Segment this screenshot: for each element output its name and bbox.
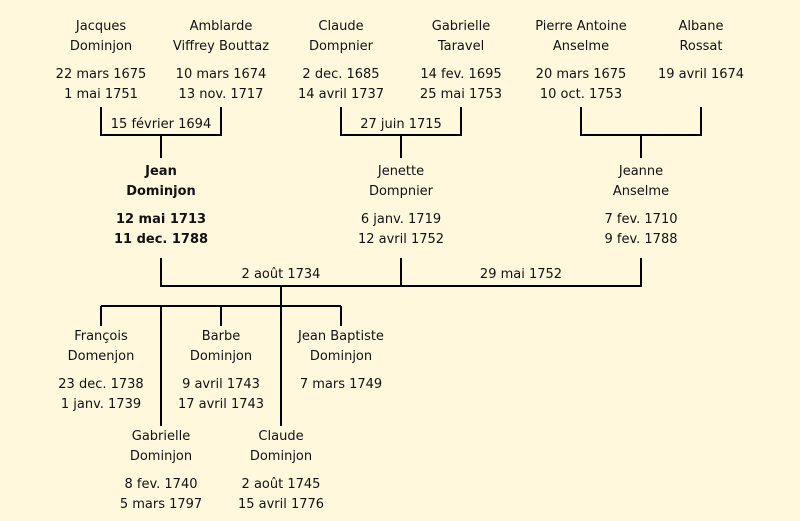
- person-jenette-dompnier: Jenette Dompnier 6 janv. 1719 12 avril 1…: [326, 162, 476, 250]
- connector-pierre-albane: [580, 107, 702, 136]
- person-first-name: François: [74, 329, 128, 344]
- person-claude-dompnier: Claude Dompnier 2 dec. 1685 14 avril 173…: [266, 17, 416, 105]
- person-birth-date: 23 dec. 1738: [58, 377, 144, 392]
- person-jean-baptiste-dominjon: Jean Baptiste Dominjon 7 mars 1749: [266, 327, 416, 395]
- person-first-name: Amblarde: [189, 19, 253, 34]
- person-last-name: Dominjon: [189, 349, 253, 364]
- person-birth-date: 22 mars 1675: [55, 67, 147, 82]
- person-last-name: Rossat: [679, 39, 723, 54]
- person-death-date: 10 oct. 1753: [539, 87, 623, 102]
- person-pierre-antoine-anselme: Pierre Antoine Anselme 20 mars 1675 10 o…: [506, 17, 656, 105]
- person-birth-date: 19 avril 1674: [657, 67, 745, 82]
- person-barbe-dominjon: Barbe Dominjon 9 avril 1743 17 avril 174…: [146, 327, 296, 415]
- person-last-name: Anselme: [612, 184, 670, 199]
- person-death-date: 5 mars 1797: [119, 497, 203, 512]
- person-first-name: Jean: [145, 164, 177, 179]
- person-first-name: Jeanne: [618, 164, 664, 179]
- person-birth-date: 7 mars 1749: [299, 377, 383, 392]
- person-first-name: Jean Baptiste: [298, 329, 384, 344]
- person-jacques-dominjon: Jacques Dominjon 22 mars 1675 1 mai 1751: [26, 17, 176, 105]
- person-first-name: Gabrielle: [431, 19, 491, 34]
- person-death-date: 1 mai 1751: [64, 87, 138, 102]
- person-death-date: 25 mai 1753: [419, 87, 503, 102]
- person-last-name: Dominjon: [69, 39, 133, 54]
- person-first-name: Claude: [318, 19, 364, 34]
- person-last-name: Domenjon: [67, 349, 135, 364]
- person-gabrielle-dominjon: Gabrielle Dominjon 8 fev. 1740 5 mars 17…: [86, 427, 236, 515]
- person-first-name: Gabrielle: [131, 429, 191, 444]
- person-birth-date: 2 dec. 1685: [302, 67, 380, 82]
- person-death-date: 11 dec. 1788: [113, 232, 209, 247]
- person-birth-date: 14 fev. 1695: [420, 67, 502, 82]
- person-death-date: 1 janv. 1739: [60, 397, 142, 412]
- person-birth-date: 7 fev. 1710: [604, 212, 678, 227]
- person-last-name: Taravel: [437, 39, 485, 54]
- person-amblarde-viffrey-bouttaz: Amblarde Viffrey Bouttaz 10 mars 1674 13…: [146, 17, 296, 105]
- person-gabrielle-taravel: Gabrielle Taravel 14 fev. 1695 25 mai 17…: [386, 17, 536, 105]
- person-birth-date: 20 mars 1675: [535, 67, 627, 82]
- person-claude-dominjon: Claude Dominjon 2 août 1745 15 avril 177…: [206, 427, 356, 515]
- person-francois-domenjon: François Domenjon 23 dec. 1738 1 janv. 1…: [26, 327, 176, 415]
- person-death-date: 9 fev. 1788: [604, 232, 678, 247]
- person-last-name: Dominjon: [126, 184, 196, 199]
- person-death-date: 13 nov. 1717: [178, 87, 264, 102]
- person-death-date: 14 avril 1737: [297, 87, 385, 102]
- person-last-name: Dompnier: [368, 184, 434, 199]
- person-death-date: 15 avril 1776: [237, 497, 325, 512]
- person-birth-date: 10 mars 1674: [175, 67, 267, 82]
- person-last-name: Dompnier: [308, 39, 374, 54]
- person-jean-dominjon: Jean Dominjon 12 mai 1713 11 dec. 1788: [86, 162, 236, 250]
- person-first-name: Claude: [258, 429, 304, 444]
- person-first-name: Barbe: [201, 329, 241, 344]
- person-birth-date: 2 août 1745: [241, 477, 321, 492]
- person-first-name: Jacques: [75, 19, 127, 34]
- person-birth-date: 6 janv. 1719: [360, 212, 442, 227]
- marriage-date-jean-jeanne: 29 mai 1752: [479, 267, 563, 282]
- person-jeanne-anselme: Jeanne Anselme 7 fev. 1710 9 fev. 1788: [566, 162, 716, 250]
- person-birth-date: 12 mai 1713: [115, 212, 207, 227]
- person-albane-rossat: Albane Rossat 19 avril 1674: [626, 17, 776, 85]
- person-last-name: Viffrey Bouttaz: [172, 39, 270, 54]
- person-first-name: Albane: [678, 19, 724, 34]
- person-last-name: Dominjon: [129, 449, 193, 464]
- marriage-date-claude-gabrielle: 27 juin 1715: [360, 117, 442, 132]
- person-last-name: Anselme: [552, 39, 610, 54]
- person-last-name: Dominjon: [309, 349, 373, 364]
- person-death-date: 17 avril 1743: [177, 397, 265, 412]
- person-birth-date: 9 avril 1743: [182, 377, 260, 392]
- marriage-date-jacques-amblarde: 15 février 1694: [110, 117, 212, 132]
- person-death-date: 12 avril 1752: [357, 232, 445, 247]
- person-first-name: Jenette: [377, 164, 425, 179]
- person-birth-date: 8 fev. 1740: [124, 477, 198, 492]
- person-first-name: Pierre Antoine: [535, 19, 627, 34]
- marriage-date-jean-jenette: 2 août 1734: [241, 267, 321, 282]
- person-last-name: Dominjon: [249, 449, 313, 464]
